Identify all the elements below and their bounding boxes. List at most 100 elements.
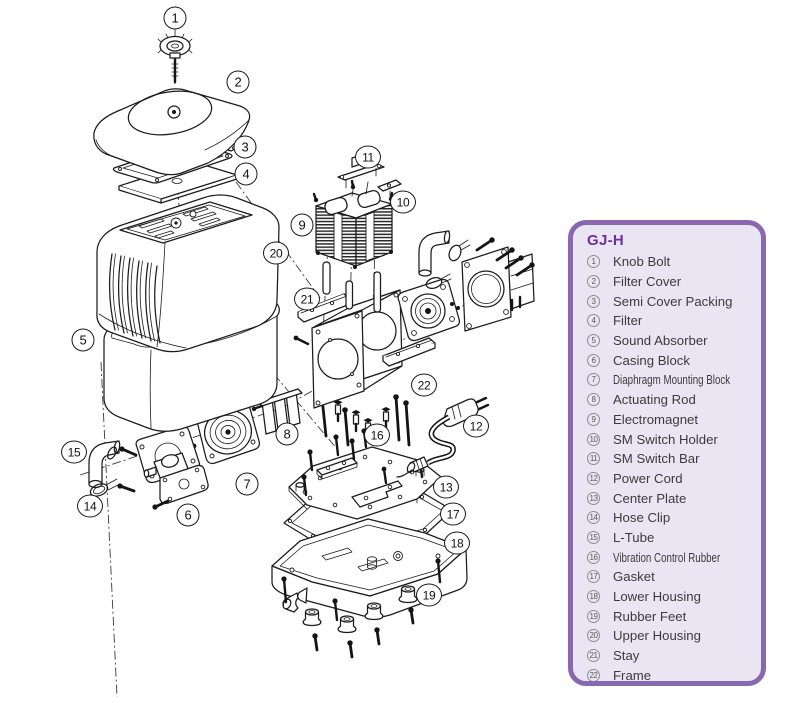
legend-item-1: 1 Knob Bolt — [585, 252, 755, 272]
legend-item-label: L-Tube — [613, 529, 655, 545]
legend-item-label: Power Cord — [613, 470, 683, 486]
callout-19: 19 — [416, 583, 442, 607]
power-cord-drawing — [397, 398, 488, 477]
legend-item-label: SM Switch Holder — [613, 431, 718, 447]
legend-item-label: Filter — [613, 313, 643, 329]
callout-9: 9 — [290, 213, 314, 237]
callout-7: 7 — [235, 472, 259, 496]
rubber-feet-drawing — [303, 586, 417, 657]
guide-rods-drawing — [323, 262, 381, 312]
electromagnet-drawing — [314, 181, 393, 269]
callout-4: 4 — [234, 162, 258, 186]
hose-clip-drawing — [89, 479, 118, 498]
legend-item-16: 16 Vibration Control Rubber — [585, 547, 755, 567]
legend-item-number: 20 — [587, 629, 600, 643]
filter-cover-drawing — [94, 86, 250, 175]
legend-item-number: 22 — [587, 668, 600, 681]
legend-item-number: 1 — [587, 255, 600, 269]
callout-21: 21 — [294, 287, 320, 311]
legend-item-20: 20 Upper Housing — [585, 626, 755, 646]
callout-2: 2 — [226, 70, 250, 94]
legend-item-number: 14 — [587, 511, 600, 525]
legend-item-number: 4 — [587, 314, 600, 328]
legend-item-4: 4 Filter — [585, 311, 755, 331]
legend-item-5: 5 Sound Absorber — [585, 331, 755, 351]
callout-15: 15 — [61, 440, 87, 464]
callout-22: 22 — [411, 373, 437, 397]
legend-item-10: 10 SM Switch Holder — [585, 429, 755, 449]
legend-item-label: Sound Absorber — [613, 333, 708, 349]
upper-housing-drawing — [97, 195, 279, 352]
legend-list: 1 Knob Bolt 2 Filter Cover 3 Semi Cover Packi… — [585, 252, 755, 681]
callout-12: 12 — [463, 414, 489, 438]
legend-item-label: Actuating Rod — [613, 392, 696, 408]
legend-item-13: 13 Center Plate — [585, 488, 755, 508]
legend-item-7: 7 Diaphragm Mounting Block — [585, 370, 755, 390]
legend-item-label: SM Switch Bar — [613, 451, 700, 467]
legend-item-label: Vibration Control Rubber — [613, 549, 721, 565]
legend-item-number: 2 — [587, 275, 600, 289]
callout-10: 10 — [390, 190, 416, 214]
legend-item-number: 10 — [587, 432, 600, 446]
legend-item-11: 11 SM Switch Bar — [585, 449, 755, 469]
left-casing-assembly-drawing — [89, 427, 209, 510]
callout-8: 8 — [275, 422, 299, 446]
callout-16: 16 — [364, 423, 390, 447]
legend-item-number: 8 — [587, 393, 600, 407]
legend-title: GJ-H — [587, 232, 625, 249]
callout-20: 20 — [263, 241, 289, 265]
legend-item-number: 9 — [587, 412, 600, 426]
legend-item-8: 8 Actuating Rod — [585, 390, 755, 410]
legend-item-label: Stay — [613, 648, 640, 664]
legend-item-6: 6 Casing Block — [585, 350, 755, 370]
legend-item-21: 21 Stay — [585, 646, 755, 666]
callout-17: 17 — [440, 502, 466, 526]
legend-item-label: Knob Bolt — [613, 254, 671, 270]
callout-3: 3 — [233, 135, 257, 159]
legend-item-2: 2 Filter Cover — [585, 272, 755, 292]
callout-13: 13 — [433, 475, 459, 499]
legend-item-number: 3 — [587, 294, 600, 308]
callout-14: 14 — [77, 494, 103, 518]
legend-item-9: 9 Electromagnet — [585, 410, 755, 430]
callout-11: 11 — [355, 145, 381, 169]
legend-item-number: 5 — [587, 334, 600, 348]
callout-1: 1 — [163, 6, 187, 30]
legend-item-label: Diaphragm Mounting Block — [613, 372, 731, 388]
knob-bolt-drawing — [158, 34, 192, 82]
legend-item-number: 15 — [587, 530, 600, 544]
legend-item-15: 15 L-Tube — [585, 528, 755, 548]
legend-item-14: 14 Hose Clip — [585, 508, 755, 528]
legend-item-number: 11 — [587, 452, 600, 466]
legend-item-number: 16 — [587, 550, 600, 564]
legend-item-label: Hose Clip — [613, 510, 671, 526]
legend-item-17: 17 Gasket — [585, 567, 755, 587]
parts-legend-panel: GJ-H 1 Knob Bolt 2 Filter Cover 3 Semi Cover … — [568, 220, 766, 686]
legend-item-label: Center Plate — [613, 490, 687, 506]
legend-item-number: 19 — [587, 609, 600, 623]
screws-drawing — [281, 394, 440, 620]
legend-item-label: Filter Cover — [613, 274, 682, 290]
legend-item-number: 21 — [587, 649, 600, 663]
right-casing-assembly-drawing — [398, 231, 535, 341]
callout-6: 6 — [176, 503, 200, 527]
l-tube-drawing — [89, 441, 119, 484]
legend-item-label: Electromagnet — [613, 411, 699, 427]
actuating-rod-drawing — [251, 389, 302, 434]
legend-item-label: Semi Cover Packing — [613, 293, 733, 309]
legend-item-label: Lower Housing — [613, 589, 701, 605]
callout-18: 18 — [444, 531, 470, 555]
callout-5: 5 — [71, 328, 95, 352]
legend-item-label: Gasket — [613, 569, 655, 585]
legend-item-label: Upper Housing — [613, 628, 701, 644]
legend-item-number: 13 — [587, 491, 600, 505]
legend-item-label: Casing Block — [613, 352, 690, 368]
legend-item-number: 7 — [587, 373, 600, 387]
legend-item-number: 6 — [587, 353, 600, 367]
legend-item-number: 17 — [587, 570, 600, 584]
